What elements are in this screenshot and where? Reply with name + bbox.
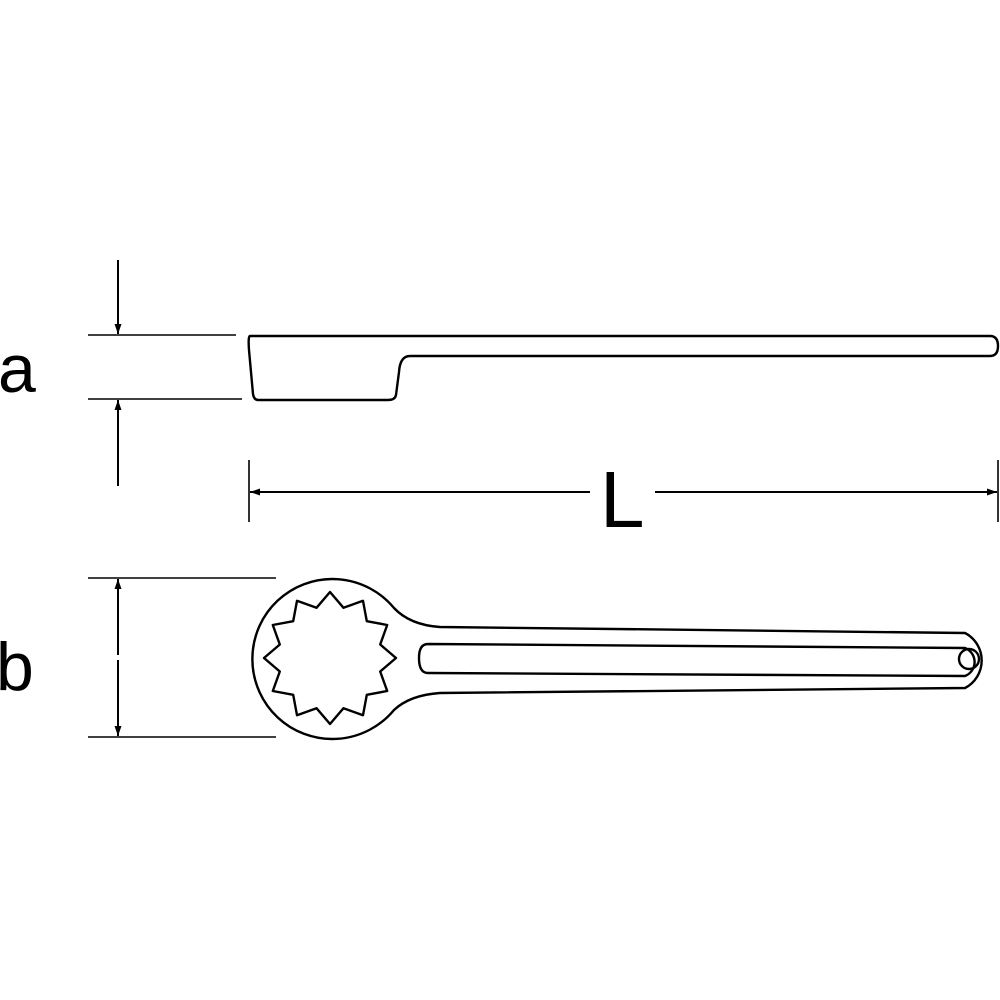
dimension-label-L: L <box>600 455 645 544</box>
hang-hole <box>957 647 981 671</box>
dimension-L <box>248 460 999 522</box>
dimension-label-b: b <box>0 629 34 705</box>
dimension-b <box>88 577 276 738</box>
top-view <box>251 577 983 741</box>
twelve-point-ring-socket <box>262 590 398 726</box>
dimension-label-a: a <box>0 331 36 407</box>
handle-slot <box>417 642 976 678</box>
dimension-a <box>88 260 242 486</box>
side-view <box>247 334 1000 402</box>
wrench-top-outline <box>251 577 983 741</box>
wrench-side-profile <box>247 334 1000 402</box>
